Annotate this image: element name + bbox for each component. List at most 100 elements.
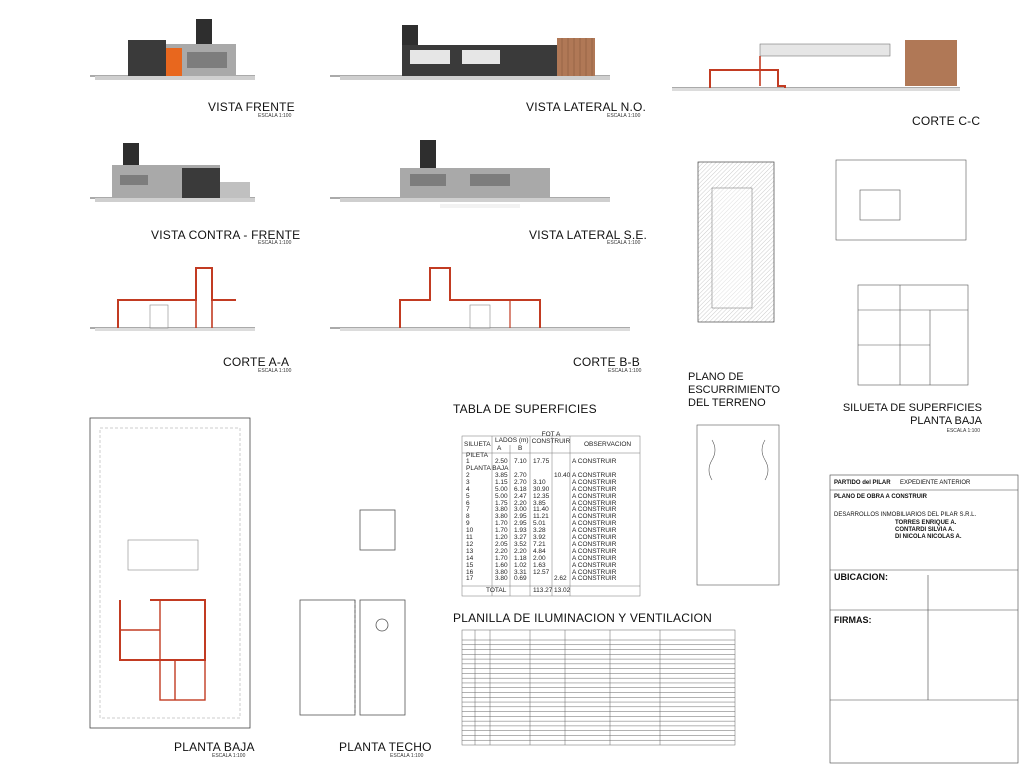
tabla-cell: 3	[466, 478, 470, 486]
tabla-cell: 10	[466, 527, 474, 535]
planilla-title: PLANILLA DE ILUMINACION Y VENTILACION	[453, 611, 713, 625]
title-block-adquirente-1: TORRES ENRIQUE A.	[895, 520, 957, 526]
tabla-cell: 17	[466, 575, 474, 583]
tabla-cell: 1.02	[514, 561, 527, 569]
tabla-cell: 1.60	[495, 561, 508, 569]
view-scale-silueta: ESCALA 1:100	[946, 428, 980, 434]
tabla-cell: 16	[466, 568, 474, 576]
title-block-expediente: EXPEDIENTE ANTERIOR	[900, 480, 971, 486]
tabla-subheader-a: A	[497, 445, 502, 452]
tabla-cell: 2.05	[495, 540, 508, 548]
tabla-cell: 3.52	[514, 540, 527, 548]
title-block-titular: DESARROLLOS INMOBILIARIOS DEL PILAR S.R.…	[834, 512, 977, 518]
view-title-escurrimiento: PLANO DE ESCURRIMIENTO DEL TERRENO	[688, 371, 781, 409]
silueta-drawing	[835, 159, 969, 386]
tabla-cell: 12	[466, 540, 474, 548]
tabla-cell: A CONSTRUIR	[572, 547, 617, 555]
corte-aa-drawing	[90, 267, 255, 331]
tabla-cell: 2.62	[554, 575, 567, 583]
tabla-cell: 11.21	[533, 513, 549, 521]
tabla-cell: 2.95	[514, 520, 527, 528]
tabla-cell: 8	[466, 513, 470, 521]
tabla-cell: 17.75	[533, 458, 550, 465]
tabla-cell: 3.92	[533, 534, 546, 541]
tabla-cell: 7.21	[533, 540, 546, 548]
view-scale-planta-techo: ESCALA 1:100	[390, 753, 424, 759]
tabla-cell: A CONSTRUIR	[572, 492, 617, 500]
tabla-section-pileta: PILETA	[466, 452, 488, 459]
tabla-cell: 1.70	[495, 527, 508, 535]
title-block-partido: PARTIDO del PILAR	[834, 480, 891, 486]
tabla-cell: A CONSTRUIR	[572, 478, 617, 486]
vista-lateral-se-drawing	[330, 140, 610, 208]
vista-frente-drawing	[90, 19, 255, 80]
tabla-cell: 4.84	[533, 547, 546, 555]
tabla-cell: 12.35	[533, 492, 550, 500]
tabla-cell: 3.85	[533, 499, 546, 507]
tabla-cell: 6.18	[514, 485, 527, 493]
tabla-cell: A CONSTRUIR	[572, 520, 617, 528]
tabla-cell: 3.31	[514, 568, 527, 576]
tabla-cell: 9	[466, 520, 470, 528]
drainage-plan-drawing	[697, 161, 775, 323]
tabla-cell: A CONSTRUIR	[572, 499, 617, 507]
tabla-cell: A CONSTRUIR	[572, 513, 617, 521]
tabla-header-lados: LADOS (m)	[495, 437, 529, 444]
tabla-cell: 5	[466, 492, 470, 500]
tabla-cell: 3.10	[533, 478, 546, 486]
tabla-cell: 5.00	[495, 485, 508, 493]
view-scale-corte-aa: ESCALA 1:100	[258, 368, 292, 374]
tabla-cell: 1.70	[495, 520, 508, 528]
tabla-total-construir: 13.02	[554, 587, 571, 594]
tabla-cell: 1.63	[533, 561, 546, 569]
view-scale-vista-lateral-se: ESCALA 1:100	[607, 240, 641, 246]
terrain-outline	[696, 424, 780, 586]
corte-bb-drawing	[330, 267, 630, 331]
wood-slat-fence	[557, 38, 595, 76]
view-scale-vista-lateral-no: ESCALA 1:100	[607, 113, 641, 119]
tabla-cell: 2.50	[495, 458, 508, 465]
tabla-cell: 1.15	[495, 478, 508, 486]
tabla-cell: 15	[466, 561, 474, 569]
tabla-superficies-grid	[461, 435, 641, 597]
wood-cladding-volume	[128, 40, 166, 76]
tabla-cell: 11.40	[533, 506, 549, 514]
tabla-cell: 1.20	[495, 534, 508, 541]
view-title-planta-techo: PLANTA TECHO	[339, 740, 432, 754]
tabla-cell: 2.20	[514, 499, 527, 507]
view-title-corte-bb: CORTE B-B	[573, 355, 640, 369]
corte-cc-drawing	[672, 40, 960, 91]
tabla-cell: A CONSTRUIR	[572, 575, 617, 583]
tabla-total-fot: 113.27	[533, 587, 553, 594]
tabla-cell: 2.00	[533, 554, 546, 562]
vista-contra-frente-drawing	[90, 143, 255, 202]
tabla-cell: A CONSTRUIR	[572, 540, 617, 548]
front-door	[166, 48, 182, 76]
tabla-cell: A CONSTRUIR	[572, 561, 617, 569]
title-block-adquirente-3: DI NICOLA NICOLAS A.	[895, 534, 962, 540]
tabla-cell: 3.85	[495, 471, 508, 479]
view-scale-vista-contra-frente: ESCALA 1:100	[258, 240, 292, 246]
tabla-cell: 1	[466, 458, 470, 465]
tabla-cell: 0.69	[514, 575, 527, 583]
view-scale-planta-baja: ESCALA 1:100	[212, 753, 246, 759]
tabla-cell: 2.70	[514, 471, 527, 479]
tabla-cell: 4	[466, 485, 470, 493]
tabla-cell: 11	[466, 534, 473, 541]
tabla-cell: A CONSTRUIR	[572, 534, 617, 541]
view-title-vista-contra-frente: VISTA CONTRA - FRENTE	[151, 228, 301, 242]
water-tank-volume	[196, 19, 212, 44]
tabla-cell: 1.70	[495, 554, 508, 562]
tabla-cell: 3.28	[533, 527, 546, 535]
tabla-cell: 3.27	[514, 534, 527, 541]
tabla-header-fot: FOT A CONSTRUIR	[531, 431, 571, 445]
view-scale-corte-bb: ESCALA 1:100	[608, 368, 642, 374]
tabla-cell: A CONSTRUIR	[572, 506, 617, 514]
tabla-cell: A CONSTRUIR	[572, 485, 617, 493]
view-title-planta-baja: PLANTA BAJA	[174, 740, 255, 754]
tabla-cell: 14	[466, 554, 474, 562]
tabla-total-label: TOTAL	[486, 587, 507, 594]
view-title-vista-lateral-se: VISTA LATERAL S.E.	[529, 228, 648, 242]
view-title-silueta: SILUETA DE SUPERFICIES PLANTA BAJA	[842, 402, 982, 427]
title-block-plano-obra: PLANO DE OBRA A CONSTRUIR	[834, 494, 927, 500]
